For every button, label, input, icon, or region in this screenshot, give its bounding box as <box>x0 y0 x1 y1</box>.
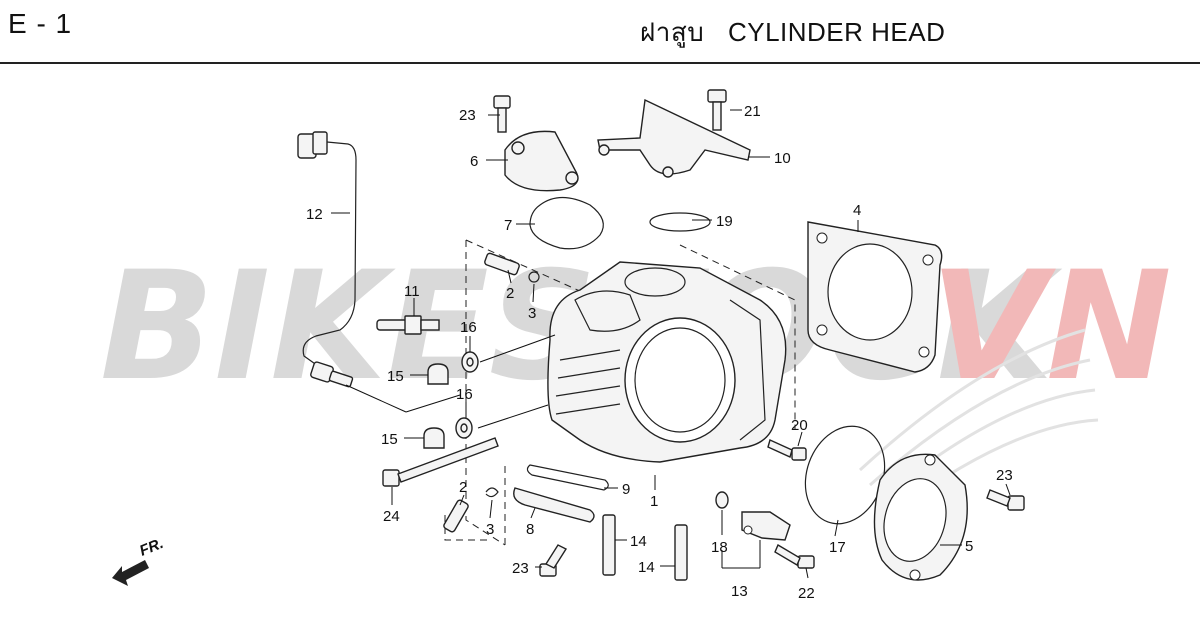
callout-14-upper: 14 <box>630 533 647 550</box>
part-guide-plate <box>513 487 595 523</box>
callout-16-lower: 16 <box>456 386 473 403</box>
callout-1: 1 <box>650 493 658 510</box>
part-head-cover <box>504 130 579 192</box>
page-code: E - 1 <box>8 8 73 39</box>
sensor-connector-lock <box>312 131 328 155</box>
part-valve-guide-upper <box>484 252 520 276</box>
part-clip-upper <box>528 271 540 283</box>
callout-18: 18 <box>711 539 728 556</box>
callout-4: 4 <box>853 202 861 219</box>
part-cylinder-head <box>547 261 787 463</box>
part-bolt-22 <box>774 543 815 569</box>
part-sealing-washer <box>715 491 729 509</box>
part-stud-left <box>602 514 616 576</box>
callout-12: 12 <box>306 206 323 223</box>
callout-20: 20 <box>791 417 808 434</box>
front-label: FR. <box>137 535 166 560</box>
part-spark-plug <box>376 315 440 335</box>
part-bolt-bottom <box>539 544 568 577</box>
assembly-boundary-right <box>679 244 796 430</box>
part-valve-guide-lower <box>443 499 469 533</box>
callout-13: 13 <box>731 583 748 600</box>
callout-24: 24 <box>383 508 400 525</box>
callout-9: 9 <box>622 481 630 498</box>
callout-8: 8 <box>526 521 534 538</box>
callout-23-bottom: 23 <box>512 560 529 577</box>
callout-labels: 23 21 6 10 12 7 19 4 2 3 11 16 15 16 15 … <box>306 103 1013 602</box>
front-arrow-icon <box>112 560 149 586</box>
callout-7: 7 <box>504 217 512 234</box>
part-bolt-20 <box>767 439 807 461</box>
part-bolt-top <box>493 95 511 133</box>
callout-22: 22 <box>798 585 815 602</box>
part-head-gasket <box>807 221 943 373</box>
part-temp-sensor <box>741 511 791 541</box>
plug-insulator <box>376 319 408 331</box>
part-bolt-right <box>986 489 1025 511</box>
sensor-tip <box>328 370 354 388</box>
title-thai: ฝาสูบ <box>640 17 705 47</box>
callout-3-bottom: 3 <box>486 521 494 538</box>
callout-2-top: 2 <box>506 285 514 302</box>
part-clip-lower <box>485 487 499 498</box>
part-long-bolt <box>382 437 499 487</box>
bolt-head <box>382 469 400 487</box>
washer-hole-upper <box>466 357 474 367</box>
header-divider <box>0 62 1200 64</box>
callout-14-lower: 14 <box>638 559 655 576</box>
part-o2-sensor <box>297 131 357 388</box>
plug-thread <box>420 319 440 331</box>
part-tensioner-bolt <box>707 89 727 131</box>
callout-5: 5 <box>965 538 973 555</box>
assembly-boundary <box>465 240 506 546</box>
washer-hole-lower <box>460 423 468 433</box>
callout-3-top: 3 <box>528 305 536 322</box>
part-cam-chain-tensioner <box>597 98 751 178</box>
title-english: CYLINDER HEAD <box>727 17 946 47</box>
callout-23-top: 23 <box>459 107 476 124</box>
bolt-shaft <box>397 437 499 483</box>
part-cover-gasket <box>529 196 604 250</box>
callout-6: 6 <box>470 153 478 170</box>
callout-23-right: 23 <box>996 467 1013 484</box>
callout-11: 11 <box>404 283 420 300</box>
plug-hex <box>404 315 422 335</box>
part-cap-nut-lower <box>423 427 445 449</box>
part-side-gasket <box>526 464 609 491</box>
assembly-boundary-top-left <box>465 239 601 301</box>
callout-15-lower: 15 <box>381 431 398 448</box>
sensor-wire <box>302 141 357 367</box>
callout-17: 17 <box>829 539 846 556</box>
front-direction-indicator: FR. <box>112 535 166 586</box>
part-cap-nut-upper <box>427 363 449 385</box>
page-title: ฝาสูบ CYLINDER HEAD <box>640 12 945 53</box>
callout-16-upper: 16 <box>460 319 477 336</box>
assembly-boundary-valve <box>444 515 490 541</box>
callout-19: 19 <box>716 213 733 230</box>
callout-10: 10 <box>774 150 791 167</box>
part-o-ring <box>649 212 711 232</box>
callout-21: 21 <box>744 103 761 120</box>
part-side-cover <box>873 453 968 581</box>
leader-lines <box>331 109 1011 579</box>
callout-15-upper: 15 <box>387 368 404 385</box>
callout-2-bottom: 2 <box>459 479 467 496</box>
part-stud-right <box>674 524 688 581</box>
